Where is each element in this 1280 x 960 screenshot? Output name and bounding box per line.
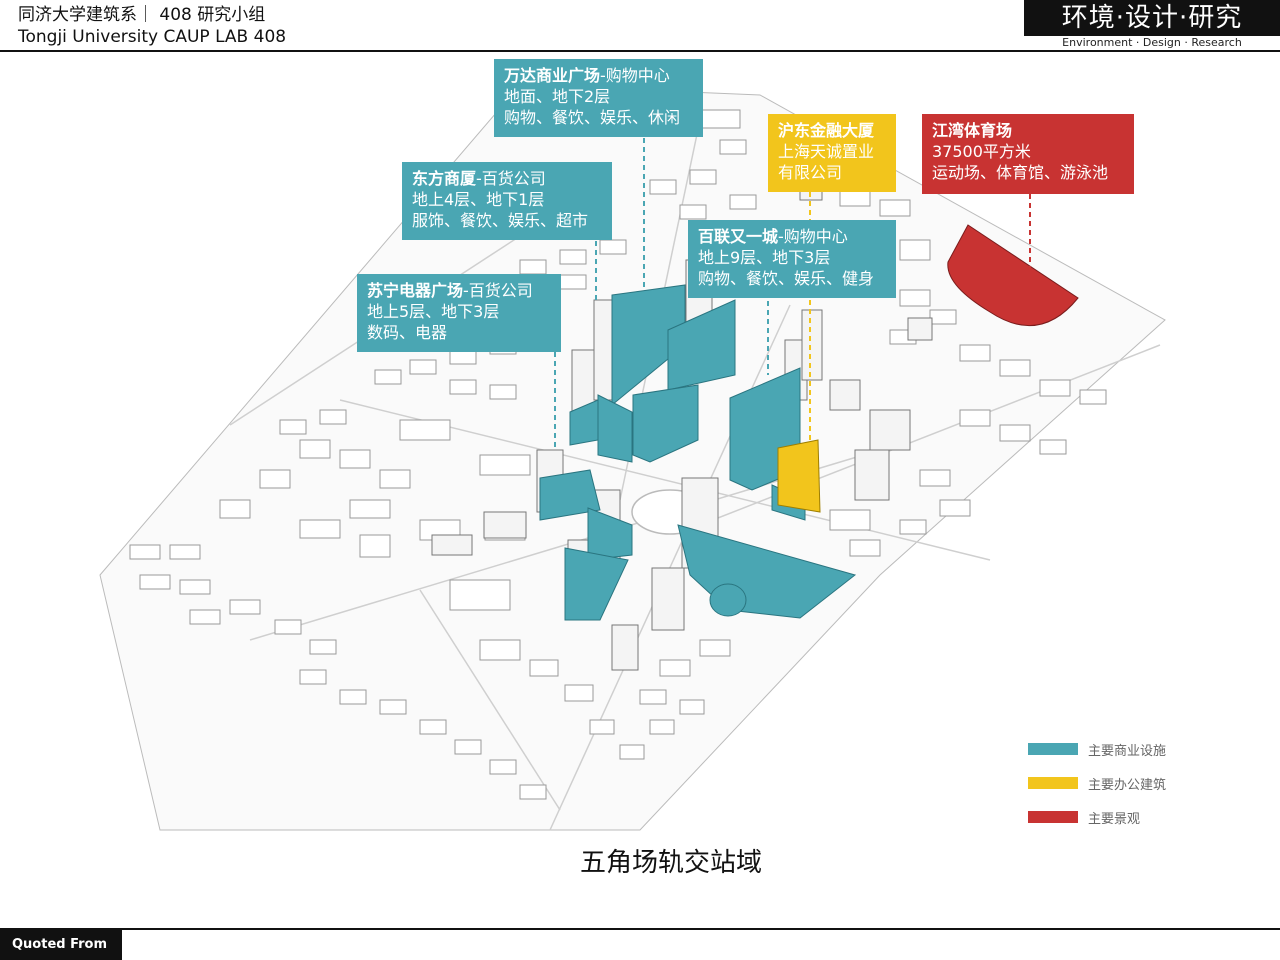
- figure-caption: 五角场轨交站域: [579, 848, 762, 878]
- label-jiangwan-name: 江湾体育场: [932, 121, 1013, 140]
- label-bailian-name: 百联又一城: [698, 227, 779, 246]
- brand-title: 环境·设计·研究: [1024, 0, 1280, 36]
- label-jiangwan-area: 37500平方米: [932, 142, 1031, 161]
- legend-swatch-office: [1028, 777, 1078, 789]
- label-jiangwan: 江湾体育场 37500平方米 运动场、体育馆、游泳池: [922, 114, 1134, 194]
- label-suning-type: -百货公司: [463, 281, 533, 300]
- label-bailian-type: -购物中心: [778, 227, 848, 246]
- label-suning-name: 苏宁电器广场: [367, 281, 464, 300]
- legend-item-commercial: 主要商业设施: [1028, 732, 1166, 766]
- header-text: 同济大学建筑系｜ 408 研究小组 Tongji University CAUP…: [18, 4, 286, 48]
- leader-lines: [554, 138, 1031, 450]
- legend-label-office: 主要办公建筑: [1088, 777, 1167, 793]
- commercial-buildings: [539, 284, 857, 621]
- label-dongfang-name: 东方商厦: [412, 169, 477, 188]
- label-dongfang-uses: 服饰、餐饮、娱乐、超市: [412, 211, 589, 230]
- label-bailian: 百联又一城-购物中心 地上9层、地下3层 购物、餐饮、娱乐、健身: [688, 220, 896, 298]
- brand-block: 环境·设计·研究 Environment · Design · Research: [1024, 0, 1280, 50]
- footer-rule: [0, 928, 1280, 930]
- label-wanda-floors: 地面、地下2层: [504, 87, 611, 106]
- label-dongfang-floors: 地上4层、地下1层: [412, 190, 545, 209]
- label-dongfang-type: -百货公司: [476, 169, 546, 188]
- jiangwan-stadium: [947, 224, 1079, 326]
- legend-label-landscape: 主要景观: [1088, 811, 1141, 827]
- legend: 主要商业设施 主要办公建筑 主要景观: [1028, 732, 1166, 834]
- header-rule: [0, 50, 1280, 52]
- legend-swatch-landscape: [1028, 811, 1078, 823]
- legend-item-landscape: 主要景观: [1028, 800, 1166, 834]
- header-line-1: 同济大学建筑系｜ 408 研究小组: [18, 5, 266, 25]
- label-dongfang: 东方商厦-百货公司 地上4层、地下1层 服饰、餐饮、娱乐、超市: [402, 162, 612, 240]
- label-wanda-name: 万达商业广场: [504, 66, 601, 85]
- label-wanda-uses: 购物、餐饮、娱乐、休闲: [504, 108, 681, 127]
- legend-label-commercial: 主要商业设施: [1088, 743, 1167, 759]
- label-jiangwan-uses: 运动场、体育馆、游泳池: [932, 163, 1109, 182]
- label-suning: 苏宁电器广场-百货公司 地上5层、地下3层 数码、电器: [357, 274, 561, 352]
- label-hudong-name: 沪东金融大厦: [778, 121, 875, 140]
- label-wanda-type: -购物中心: [600, 66, 670, 85]
- label-wanda: 万达商业广场-购物中心 地面、地下2层 购物、餐饮、娱乐、休闲: [494, 59, 703, 137]
- label-suning-floors: 地上5层、地下3层: [367, 302, 500, 321]
- label-suning-uses: 数码、电器: [367, 323, 448, 342]
- label-bailian-floors: 地上9层、地下3层: [698, 248, 831, 267]
- brand-subtitle: Environment · Design · Research: [1062, 36, 1242, 49]
- label-hudong: 沪东金融大厦 上海天诚置业 有限公司: [768, 114, 896, 192]
- legend-swatch-commercial: [1028, 743, 1078, 755]
- hudong-financial-tower: [777, 439, 821, 513]
- legend-item-office: 主要办公建筑: [1028, 766, 1166, 800]
- background-blocks: [129, 109, 1107, 800]
- label-bailian-uses: 购物、餐饮、娱乐、健身: [698, 269, 875, 288]
- label-hudong-company: 上海天诚置业: [778, 142, 875, 161]
- quoted-from-tag: Quoted From: [0, 930, 122, 960]
- axonometric-map: [99, 84, 1166, 831]
- header-line-2: Tongji University CAUP LAB 408: [18, 27, 287, 47]
- label-hudong-company-suffix: 有限公司: [778, 163, 843, 182]
